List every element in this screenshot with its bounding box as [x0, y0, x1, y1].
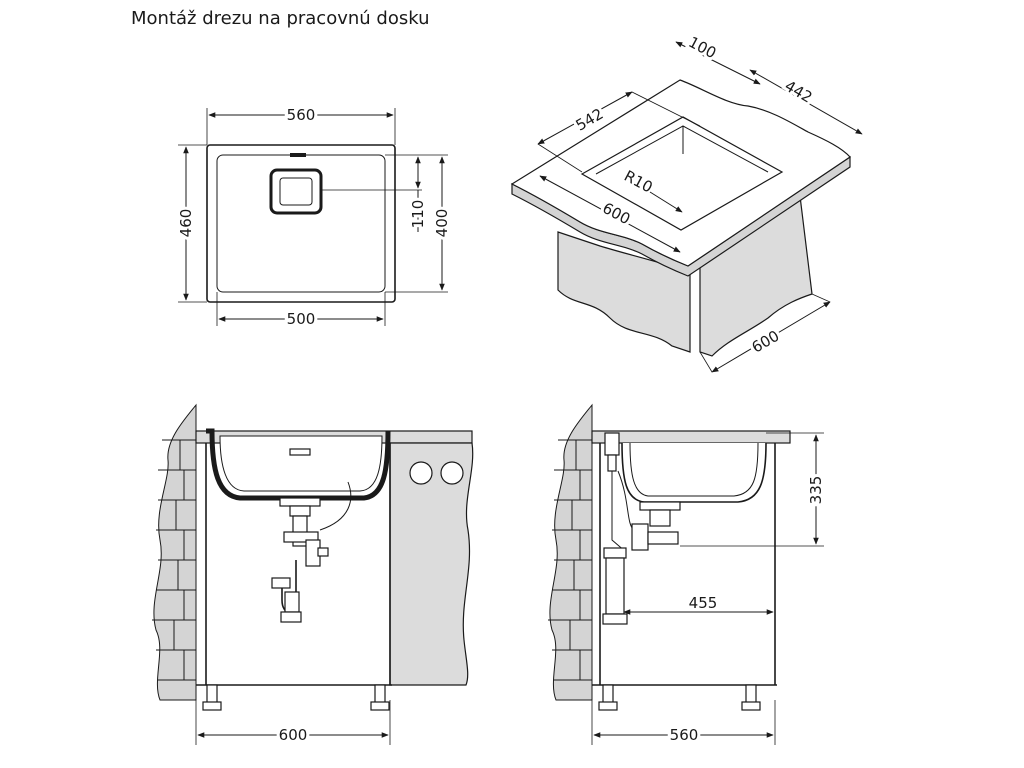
front-overflow — [289, 448, 311, 456]
top-view: 560 500 460 400 110 — [174, 103, 454, 331]
side-siphon — [605, 557, 625, 615]
dim-label-335: 335 — [807, 476, 825, 505]
sink-rim-outer — [206, 144, 396, 303]
front-valve-left — [409, 461, 433, 485]
dim-label-560-side: 560 — [670, 726, 699, 744]
page-title: Montáž drezu na pracovnú dosku — [131, 8, 430, 29]
dim-label-455: 455 — [689, 594, 718, 612]
dim-label-600-depth: 600 — [749, 327, 783, 357]
side-sink-basin — [621, 442, 767, 503]
dim-label-560: 560 — [287, 106, 316, 124]
side-countertop — [591, 430, 791, 444]
dim-line-442 — [749, 69, 863, 135]
side-section: 335 455 560 — [548, 403, 828, 747]
side-wall — [549, 403, 593, 701]
drain-square-outer — [269, 168, 323, 215]
dim-line-600-front — [539, 175, 681, 253]
dim-label-500: 500 — [287, 310, 316, 328]
dim-label-110: 110 — [409, 200, 427, 229]
front-cabinet-side — [389, 442, 474, 686]
dim-label-442: 442 — [782, 77, 816, 107]
dim-label-460: 460 — [177, 209, 195, 238]
overflow-slot — [290, 153, 306, 157]
dim-label-400: 400 — [433, 209, 451, 238]
front-sink-basin — [206, 428, 391, 501]
iso-view: 100 442 542 600 R10 600 — [510, 30, 863, 373]
dim-line-600-depth — [711, 301, 831, 373]
dim-label-100: 100 — [685, 33, 719, 62]
dim-line-100 — [675, 41, 761, 85]
front-wall — [153, 403, 197, 701]
front-valve-right — [440, 461, 464, 485]
drain-square-inner — [279, 177, 313, 206]
front-section: 600 — [152, 403, 474, 747]
dim-line-542 — [537, 91, 633, 145]
dim-label-600-front-section: 600 — [279, 726, 308, 744]
